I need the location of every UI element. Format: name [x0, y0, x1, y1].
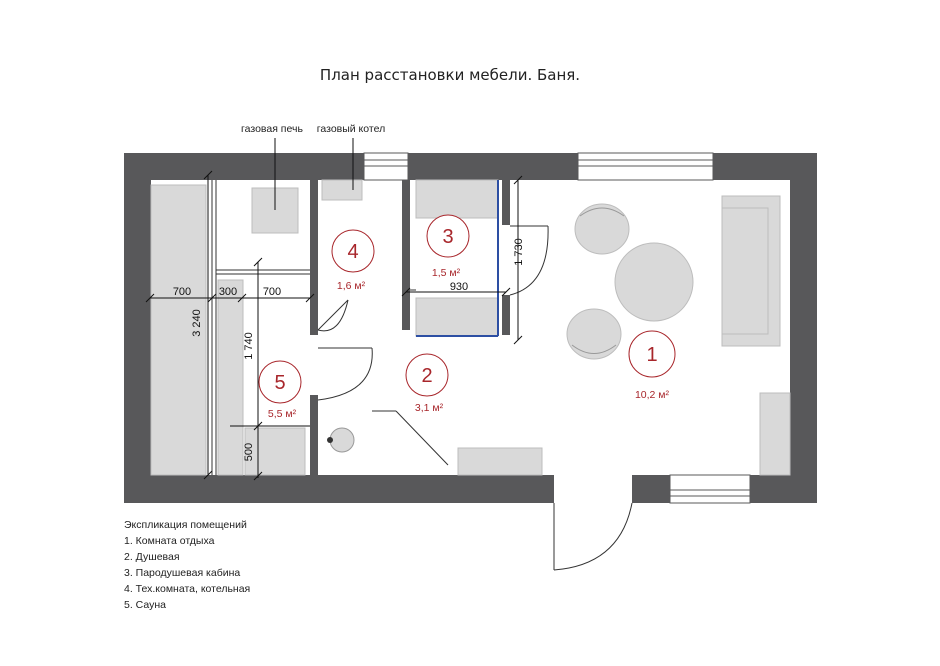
dim-3240: 3 240 — [191, 309, 203, 337]
legend-heading: Экспликация помещений — [124, 519, 247, 531]
svg-text:4: 4 — [347, 241, 358, 263]
sauna-bench-long — [150, 184, 207, 476]
interior-walls — [310, 180, 510, 475]
svg-text:1,5 м²: 1,5 м² — [432, 267, 461, 279]
dimension-lines — [145, 170, 523, 481]
gas-boiler-label: газовый котел — [317, 123, 385, 135]
round-table — [614, 242, 694, 322]
legend-item: 3. Пародушевая кабина — [124, 567, 241, 579]
sauna-partitions — [211, 180, 310, 475]
legend-item: 1. Комната отдыха — [124, 535, 215, 547]
windows — [363, 152, 751, 504]
sofa-seat — [721, 207, 769, 335]
svg-text:3: 3 — [442, 226, 453, 248]
legend-item: 2. Душевая — [124, 551, 180, 563]
chair-bottom — [566, 308, 622, 360]
shower-bench-top — [415, 179, 499, 219]
room-marker-2: 2 3,1 м² — [405, 353, 449, 414]
dim-500: 500 — [243, 443, 255, 461]
sauna-bench-low — [244, 427, 306, 476]
svg-text:5,5 м²: 5,5 м² — [268, 408, 297, 420]
callout-leaders — [274, 138, 354, 210]
dim-700-right: 700 — [263, 286, 281, 298]
shower-room-bench — [457, 447, 543, 476]
gas-boiler — [321, 179, 363, 201]
gas-stove-label: газовая печь — [241, 123, 303, 135]
room-marker-5: 5 5,5 м² — [258, 360, 302, 420]
dim-1730: 1 730 — [513, 238, 525, 266]
svg-text:2: 2 — [421, 365, 432, 387]
doors — [317, 225, 633, 571]
dim-700-left: 700 — [173, 286, 191, 298]
shower-cabin-edge — [416, 180, 499, 337]
shower-drain — [327, 427, 355, 453]
plan-title: План расстановки мебели. Баня. — [320, 66, 580, 84]
room-legend: Экспликация помещений 1. Комната отдыха … — [124, 517, 384, 613]
room-marker-3: 3 1,5 м² — [426, 214, 470, 279]
svg-text:5: 5 — [274, 372, 285, 394]
legend-item: 4. Тех.комната, котельная — [124, 583, 251, 595]
svg-text:10,2 м²: 10,2 м² — [635, 389, 670, 401]
chair-top — [574, 203, 630, 255]
dim-1740: 1 740 — [243, 332, 255, 360]
dim-930: 930 — [450, 281, 468, 293]
cabinet — [759, 392, 791, 476]
furniture — [150, 179, 791, 476]
shower-bench-bottom — [415, 297, 499, 337]
room-marker-4: 4 1,6 м² — [331, 229, 375, 292]
sauna-bench-mid — [217, 279, 244, 476]
dining-set — [566, 203, 694, 360]
svg-text:3,1 м²: 3,1 м² — [415, 402, 444, 414]
svg-text:1: 1 — [646, 344, 657, 366]
outer-walls — [124, 153, 817, 503]
dim-300: 300 — [219, 286, 237, 298]
svg-text:1,6 м²: 1,6 м² — [337, 280, 366, 292]
legend-item: 5. Сауна — [124, 599, 166, 611]
room-marker-1: 1 10,2 м² — [628, 330, 676, 401]
